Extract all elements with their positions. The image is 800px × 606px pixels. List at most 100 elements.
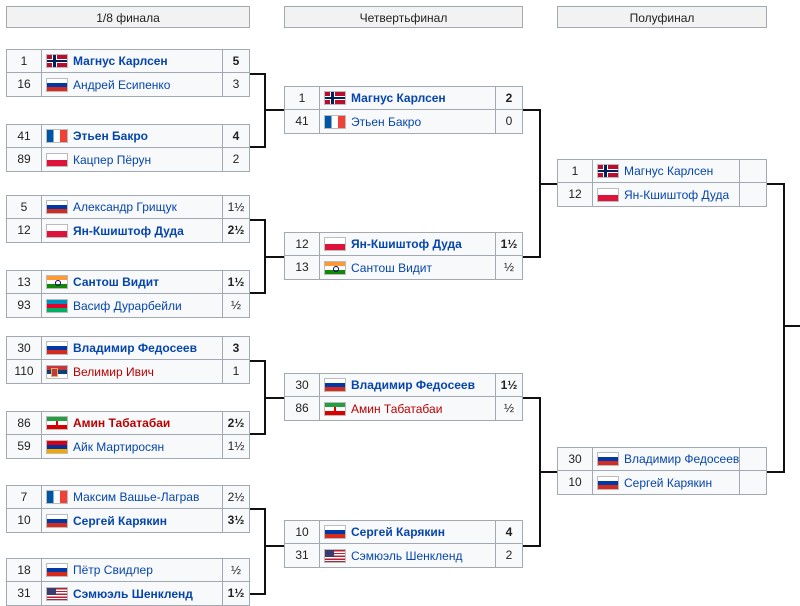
player-name-link[interactable]: Амин Табатабаи <box>73 416 171 430</box>
player-name-link[interactable]: Владимир Федосеев <box>73 341 197 355</box>
seed: 110 <box>7 360 42 383</box>
player-cell: Сергей Карякин <box>42 509 223 532</box>
header-round-of-16: 1/8 финала <box>6 6 250 28</box>
score: 1½ <box>223 582 249 605</box>
seed: 10 <box>285 521 320 543</box>
flag-pl-icon <box>46 152 68 167</box>
player-cell: Андрей Есипенко <box>42 73 223 96</box>
player-name-link[interactable]: Сергей Карякин <box>624 475 713 490</box>
seed: 13 <box>7 271 42 293</box>
player-name-link[interactable]: Кацпер Пёрун <box>73 152 152 167</box>
seed: 31 <box>7 582 42 605</box>
player-cell: Кацпер Пёрун <box>42 148 223 171</box>
player-cell: Владимир Федосеев <box>593 448 740 470</box>
player-name-link[interactable]: Этьен Бакро <box>351 114 422 129</box>
player-name-link[interactable]: Сергей Карякин <box>351 525 446 539</box>
score: 1½ <box>496 233 522 255</box>
seed: 89 <box>7 148 42 171</box>
player-cell: Ян-Кшиштоф Дуда <box>593 183 740 206</box>
score: 0 <box>496 110 522 133</box>
flag-fr-icon <box>46 129 68 143</box>
player-cell: Ян-Кшиштоф Дуда <box>42 219 223 242</box>
seed: 1 <box>7 50 42 72</box>
player-cell: Сантош Видит <box>320 256 496 279</box>
player-name-link[interactable]: Ян-Кшиштоф Дуда <box>624 187 730 202</box>
player-name-link[interactable]: Магнус Карлсен <box>351 91 446 105</box>
player-cell: Амин Табатабаи <box>320 397 496 420</box>
player-row: 110 Велимир Ивич 1 <box>6 360 250 384</box>
flag-ru-icon <box>597 475 619 490</box>
flag-pl-icon <box>46 223 68 238</box>
player-name-link[interactable]: Васиф Дурарбейли <box>73 298 182 313</box>
player-name-link[interactable]: Владимир Федосеев <box>351 378 475 392</box>
seed: 41 <box>285 110 320 133</box>
seed: 16 <box>7 73 42 96</box>
player-name-link[interactable]: Магнус Карлсен <box>624 164 714 178</box>
header-semifinal: Полуфинал <box>557 6 767 28</box>
player-name-link[interactable]: Сантош Видит <box>73 275 160 289</box>
score: 3½ <box>223 509 249 532</box>
player-cell: Васиф Дурарбейли <box>42 294 223 317</box>
player-name-link[interactable]: Максим Вашье-Лаграв <box>73 490 200 504</box>
flag-ru-icon <box>46 563 68 577</box>
player-name-link[interactable]: Сэмюэль Шенкленд <box>73 586 193 601</box>
player-row: 31 Сэмюэль Шенкленд 1½ <box>6 582 250 606</box>
flag-in-icon <box>46 275 68 289</box>
player-name-link[interactable]: Владимир Федосеев <box>624 452 740 466</box>
score: 1 <box>223 360 249 383</box>
player-cell: Ян-Кшиштоф Дуда <box>320 233 496 255</box>
player-cell: Велимир Ивич <box>42 360 223 383</box>
flag-ir-icon <box>324 401 346 416</box>
seed: 12 <box>558 183 593 206</box>
player-name-link[interactable]: Сантош Видит <box>351 260 433 275</box>
player-cell: Владимир Федосеев <box>42 337 223 359</box>
score <box>740 471 766 494</box>
score <box>740 448 766 470</box>
score: 3 <box>223 337 249 359</box>
player-name-link[interactable]: Сергей Карякин <box>73 513 168 528</box>
player-cell: Амин Табатабаи <box>42 412 223 434</box>
player-name-link[interactable]: Айк Мартиросян <box>73 439 165 454</box>
score: ½ <box>496 397 522 420</box>
player-row: 41 Этьен Бакро 0 <box>284 110 523 134</box>
flag-no-icon <box>324 91 346 105</box>
player-name-link[interactable]: Андрей Есипенко <box>73 77 171 92</box>
score: 2½ <box>223 412 249 434</box>
score: 2½ <box>223 219 249 242</box>
player-name-link[interactable]: Пётр Свидлер <box>73 563 153 577</box>
flag-no-icon <box>597 164 619 178</box>
player-cell: Айк Мартиросян <box>42 435 223 458</box>
score: 2 <box>223 148 249 171</box>
player-name-link[interactable]: Ян-Кшиштоф Дуда <box>73 223 184 238</box>
player-name-link[interactable]: Велимир Ивич <box>73 364 154 379</box>
player-name-link[interactable]: Александр Грищук <box>73 200 177 214</box>
player-cell: Владимир Федосеев <box>320 374 496 396</box>
player-name-link[interactable]: Магнус Карлсен <box>73 54 168 68</box>
flag-fr-icon <box>46 490 68 504</box>
player-name-link[interactable]: Амин Табатабаи <box>351 401 443 416</box>
seed: 41 <box>7 125 42 147</box>
player-name-link[interactable]: Этьен Бакро <box>73 129 149 143</box>
flag-fr-icon <box>324 114 346 129</box>
player-name-link[interactable]: Ян-Кшиштоф Дуда <box>351 237 462 251</box>
player-cell: Сантош Видит <box>42 271 223 293</box>
flag-pl-icon <box>597 187 619 202</box>
player-name-link[interactable]: Сэмюэль Шенкленд <box>351 548 463 563</box>
flag-ir-icon <box>46 416 68 430</box>
